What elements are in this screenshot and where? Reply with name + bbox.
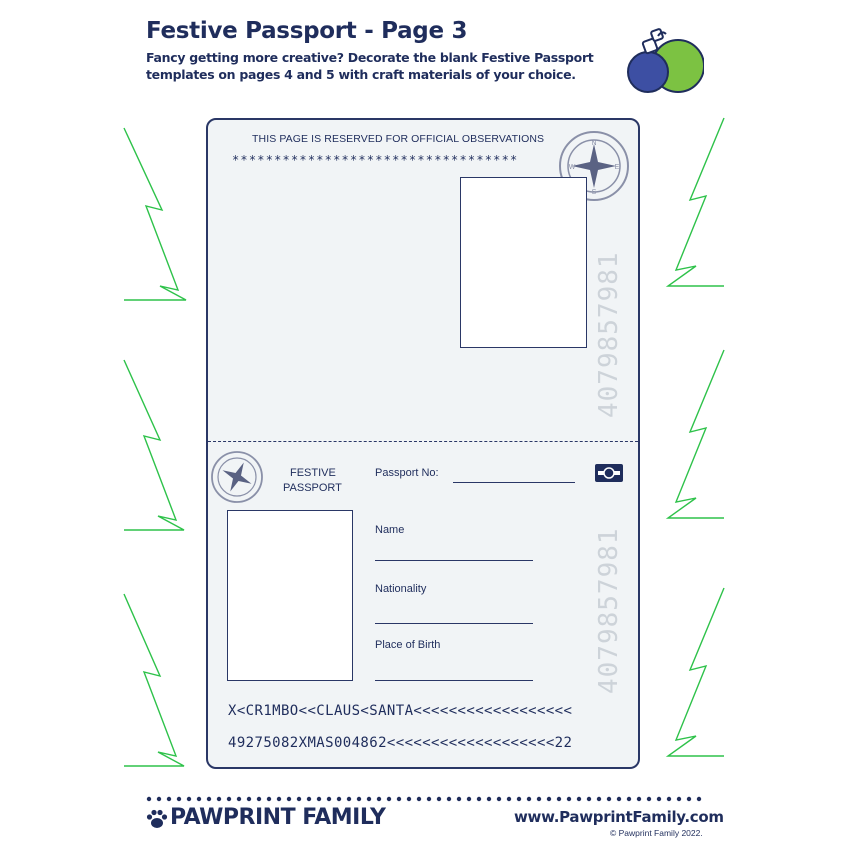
vertical-serial-top: 4079857981 <box>594 251 624 418</box>
brand-logo: PAWPRINT FAMILY <box>170 805 386 830</box>
name-label: Name <box>375 524 405 536</box>
tree-outline-icon <box>665 349 725 519</box>
svg-text:E: E <box>615 164 620 171</box>
copyright-text: © Pawprint Family 2022. <box>610 828 703 838</box>
photo-box-bottom[interactable] <box>227 510 353 681</box>
mrz-line-1: X<CR1MBO<<CLAUS<SANTA<<<<<<<<<<<<<<<<<< <box>228 703 573 719</box>
fold-line <box>208 441 638 442</box>
festive-heading-2: PASSPORT <box>283 482 342 494</box>
place-of-birth-label: Place of Birth <box>375 639 441 651</box>
paw-icon <box>146 809 168 828</box>
svg-text:W: W <box>569 164 576 171</box>
footer-dot-divider <box>146 796 702 802</box>
svg-text:S: S <box>592 189 597 196</box>
compass-stamp-icon <box>211 451 263 503</box>
tree-decorations <box>123 117 725 767</box>
photo-box-top[interactable] <box>460 177 587 348</box>
tree-outline-icon <box>665 587 725 757</box>
passport-no-label: Passport No: <box>375 467 439 479</box>
mrz-line-2: 49275082XMAS004862<<<<<<<<<<<<<<<<<<<22 <box>228 735 573 751</box>
passport-no-field[interactable] <box>453 482 575 483</box>
place-of-birth-field[interactable] <box>375 680 533 681</box>
chip-icon <box>595 464 623 482</box>
tree-outline-icon <box>123 127 187 301</box>
tree-outline-icon <box>123 593 185 767</box>
website-link[interactable]: www.PawprintFamily.com <box>514 808 724 826</box>
nationality-label: Nationality <box>375 583 427 595</box>
ornaments-icon <box>627 28 704 93</box>
compass-stamp-icon: N S W E <box>559 131 629 201</box>
star-divider: ********************************** <box>232 153 519 167</box>
svg-text:N: N <box>591 140 596 147</box>
tree-outline-icon <box>123 359 185 531</box>
vertical-serial-bottom: 4079857981 <box>594 527 624 694</box>
reserved-notice: THIS PAGE IS RESERVED FOR OFFICIAL OBSER… <box>252 133 545 145</box>
name-field[interactable] <box>375 560 533 561</box>
intro-text: Fancy getting more creative? Decorate th… <box>146 50 594 82</box>
page-title: Festive Passport - Page 3 <box>146 18 468 44</box>
festive-heading-1: FESTIVE <box>290 467 336 479</box>
tree-outline-icon <box>665 117 725 287</box>
nationality-field[interactable] <box>375 623 533 624</box>
